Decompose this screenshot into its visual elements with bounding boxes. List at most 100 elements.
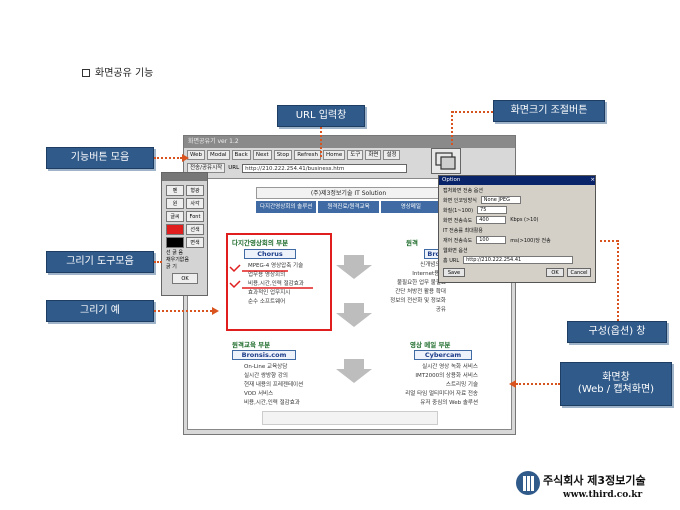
palette-ok-button[interactable]: OK	[172, 273, 198, 284]
line-color-swatch[interactable]	[166, 224, 184, 235]
max-rate-checkbox[interactable]: IT 전송률 최대활용	[443, 227, 483, 234]
option-titlebar: Option×	[439, 176, 595, 185]
option-buttons: Save OK Cancel	[439, 265, 595, 277]
line-color-button[interactable]: 선색	[186, 224, 204, 235]
callout-url: URL 입력창	[277, 105, 365, 127]
quality-input[interactable]: 75	[477, 206, 508, 214]
connector-line	[516, 383, 560, 385]
toolbar-button-back[interactable]: Back	[231, 150, 251, 160]
toolbar-button-tools[interactable]: 도구	[347, 150, 364, 160]
connector-line	[452, 111, 493, 113]
palette-titlebar	[162, 173, 207, 181]
callout-resize: 화면크기 조절버튼	[493, 100, 605, 122]
arrow-head	[182, 154, 189, 162]
company-name: 주식회사 제3정보기술	[543, 474, 646, 487]
toolbar-button-stop[interactable]: Stop	[273, 150, 293, 160]
pen-button[interactable]: 펜	[166, 185, 184, 196]
product-name: Cybercam	[414, 350, 472, 360]
section-heading: 다지간영상회의 부분	[232, 239, 289, 247]
connector-line	[617, 240, 619, 321]
drawing-tools-palette: 펜 형광 원 사각 글씨 Font 선색 면색 선 굵 음 채우기없음 굵 기 …	[161, 172, 208, 296]
checkbox-bullet-icon	[82, 69, 90, 77]
save-button[interactable]: Save	[443, 268, 465, 277]
connector-line	[154, 157, 182, 159]
site-banner: (주)제3정보기술 IT Solution	[256, 187, 441, 199]
toolbar-button-screen[interactable]: 화면	[365, 150, 382, 160]
drawing-example-highlight	[226, 233, 332, 331]
cancel-button[interactable]: Cancel	[567, 268, 591, 277]
connector-line	[154, 310, 212, 312]
arrow-head	[212, 307, 219, 315]
company-url[interactable]: www.third.co.kr	[563, 490, 643, 500]
font-button[interactable]: Font	[186, 211, 204, 222]
option-group-label: 캡처화면 전송 옵션	[443, 187, 483, 194]
resize-icon	[435, 152, 456, 170]
site-tab-mail[interactable]: 영상메일	[380, 201, 441, 213]
footer-strip	[262, 411, 438, 425]
url-input[interactable]: http://210.222.254.41/business.htm	[242, 163, 408, 173]
option-group-label: 웹화면 옵션	[443, 247, 468, 254]
callout-screen: 화면창 (Web / 캡쳐화면)	[560, 362, 672, 406]
toolbar: Web Modal Back Next Stop Refresh Home 도구…	[184, 148, 515, 162]
feature-list: 신개념의 C Internet용 데 불필요한 업무 불필요 간단 처방전 활용…	[390, 262, 446, 313]
site-tab-medical[interactable]: 원격진료/원격교육	[318, 201, 379, 213]
site-tabs: 다지간영상회의 솔루션 원격진료/원격교육 영상메일	[256, 201, 441, 213]
close-icon[interactable]: ×	[590, 177, 595, 183]
url-bar: 전송/공유시작 URL http://210.222.254.41/busine…	[184, 162, 515, 174]
toolbar-button-home[interactable]: Home	[322, 150, 346, 160]
feature-list: On-Line 교육상담 실시간 쌍방향 강의 현재 내용의 프레젠테이션 VO…	[244, 364, 304, 406]
fill-color-swatch[interactable]	[166, 237, 184, 248]
product-name: Chorus	[244, 249, 296, 259]
callout-drawing-tools: 그리기 도구모음	[46, 251, 154, 273]
callout-toolbar: 기능버튼 모음	[46, 147, 154, 169]
connector-line	[451, 111, 453, 145]
option-row: IT 전송률 최대활용	[439, 225, 595, 235]
feature-list: MPEG-4 영상압축 기술 업무용 영상회의 비용,시간,인력 절감효과 효과…	[248, 263, 304, 305]
callout-drawing-example: 그리기 예	[46, 300, 154, 322]
text-button[interactable]: 글씨	[166, 211, 184, 222]
drawn-checkmarks	[229, 264, 313, 289]
arrow-head	[509, 380, 516, 388]
line-width-label: 굵 기	[166, 264, 177, 270]
option-row: 화질(1~100)75	[439, 205, 595, 215]
rate-input[interactable]: 100	[476, 236, 507, 244]
circle-button[interactable]: 원	[166, 198, 184, 209]
toolbar-button-settings[interactable]: 설정	[383, 150, 400, 160]
flow-arrow	[336, 255, 372, 279]
home-url-input[interactable]: http://210.222.254.41	[463, 256, 574, 264]
toolbar-button-next[interactable]: Next	[252, 150, 272, 160]
section-heading: 원격	[406, 239, 418, 247]
connector-line	[320, 127, 322, 157]
section-heading: 원격교육 부분	[232, 341, 271, 349]
screen-view[interactable]: (주)제3정보기술 IT Solution 다지간영상회의 솔루션 원격진료/원…	[187, 178, 512, 430]
connector-line	[600, 240, 618, 242]
feature-list: 실시간 영상 녹화 서비스 IMT2000의 상용화 서비스 스트리밍 기술 리…	[405, 364, 478, 406]
toolbar-button-web[interactable]: Web	[187, 150, 205, 160]
callout-options: 구성(옵션) 창	[567, 321, 667, 343]
format-select[interactable]: None JPEG	[480, 196, 521, 204]
site-tab-conference[interactable]: 다지간영상회의 솔루션	[256, 201, 317, 213]
section-heading: 영상 메일 부분	[410, 341, 451, 349]
window-titlebar: 화면공유기 ver 1.2	[184, 136, 515, 148]
product-name: Bronsis.com	[232, 350, 296, 360]
page-title: 화면공유 기능	[82, 64, 153, 79]
url-label: URL	[228, 165, 240, 171]
palette-options: 선 굵 음 채우기없음 굵 기	[162, 250, 207, 271]
resize-button[interactable]	[431, 148, 461, 174]
highlighter-button[interactable]: 형광	[186, 185, 204, 196]
speed-input[interactable]: 400	[476, 216, 507, 224]
company-logo-icon	[516, 471, 540, 495]
toolbar-button-modal[interactable]: Modal	[207, 150, 230, 160]
rectangle-button[interactable]: 사각	[186, 198, 204, 209]
ok-button[interactable]: OK	[546, 268, 564, 277]
flow-arrow	[336, 303, 372, 327]
fill-color-button[interactable]: 면색	[186, 237, 204, 248]
flow-arrow	[336, 359, 372, 383]
connector-line	[154, 261, 162, 263]
toolbar-button-refresh[interactable]: Refresh	[294, 150, 321, 160]
